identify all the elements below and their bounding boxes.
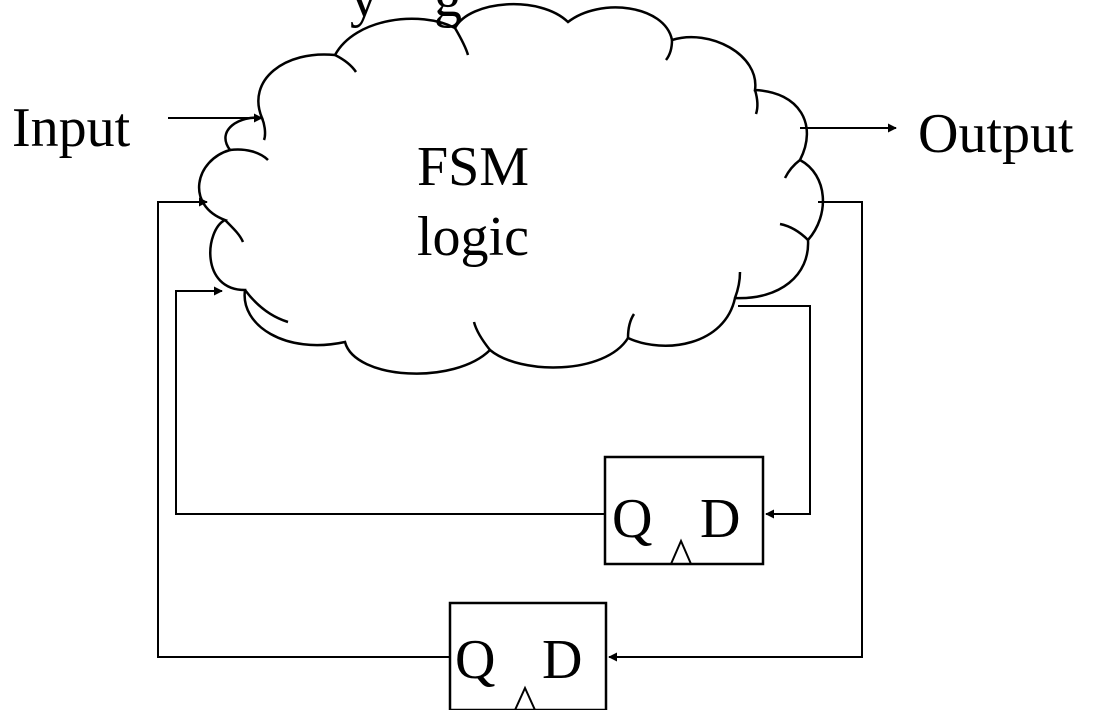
upper-next-state-wire [738,305,811,519]
lower-next-state-wire [608,201,863,662]
upper-state-feedback-wire [175,286,605,515]
input-label: Input [12,97,131,159]
logic-label-line2: logic [417,206,529,268]
logic-label-line1: FSM [417,136,529,198]
flipflop-upper-box [603,455,765,566]
flipflop-lower-d: D [542,629,582,691]
lower-state-feedback-wire [157,197,450,658]
flipflop-upper: Q D [603,455,765,566]
output-label: Output [918,103,1074,165]
flipflop-upper-clock-icon [670,538,692,565]
flipflop-lower-clock-icon [514,685,536,710]
flipflop-lower: Q D [448,601,608,710]
flipflop-upper-q: Q [612,488,652,550]
flipflop-lower-q: Q [455,629,495,691]
fsm-logic-cloud [197,3,825,375]
flipflop-upper-d: D [700,488,740,550]
